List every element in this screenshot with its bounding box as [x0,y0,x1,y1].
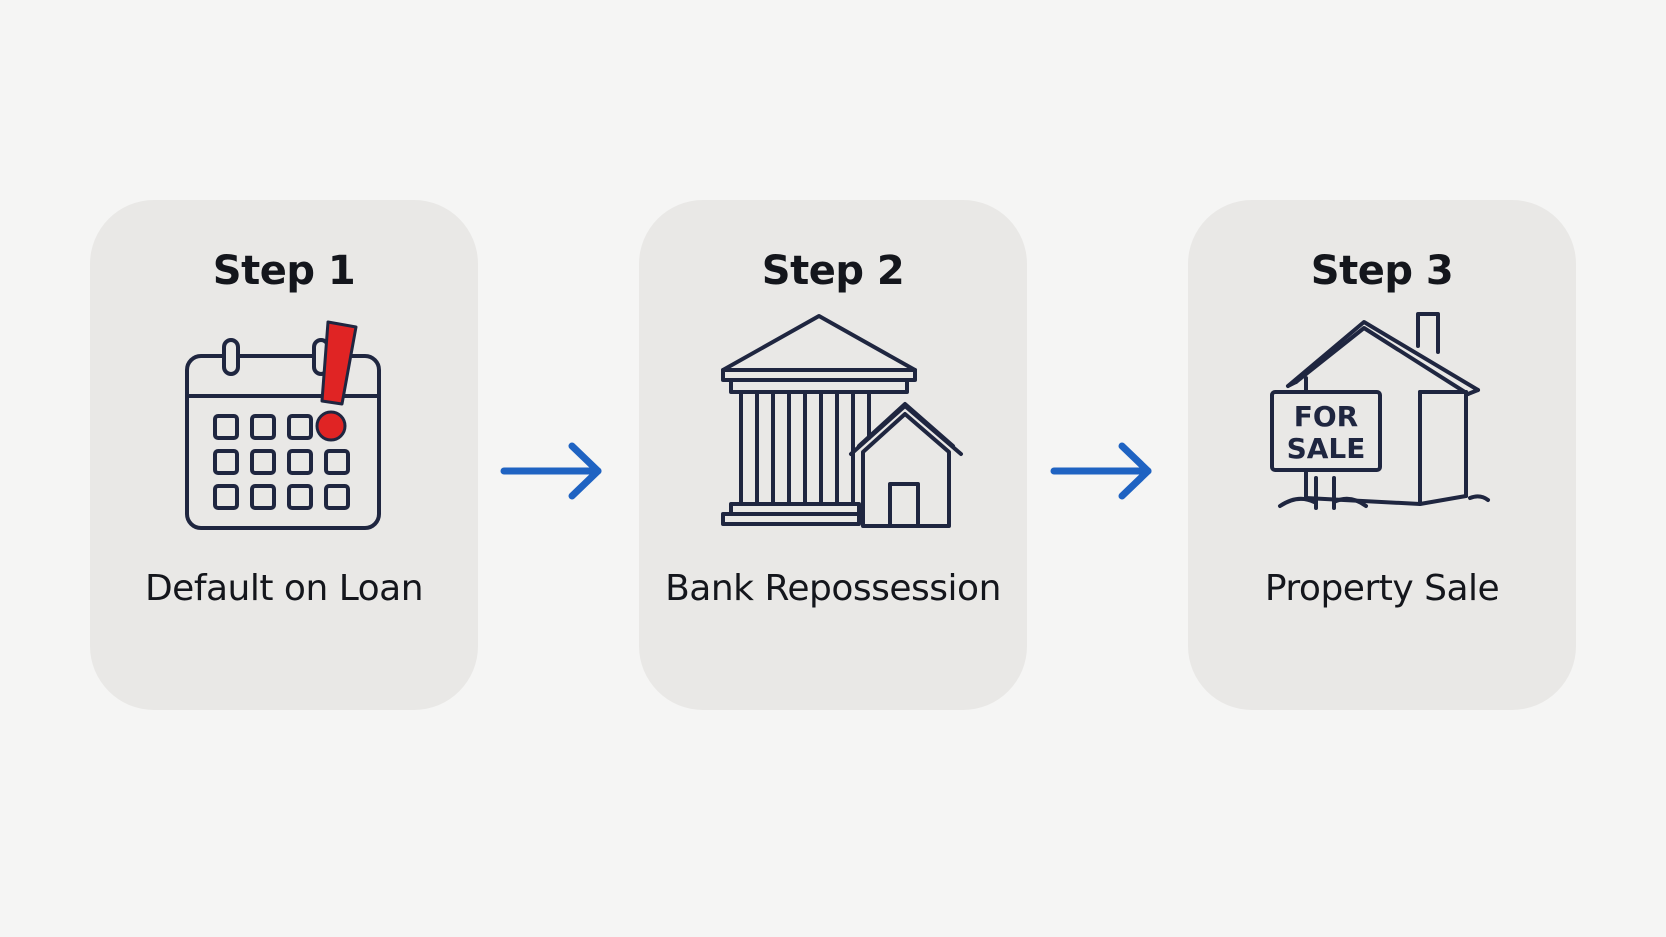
step-title: Step 3 [1310,248,1454,294]
arrow-right-icon [500,442,602,500]
bank-house-icon [721,314,963,528]
step-card-2: Step 2 [639,200,1027,710]
step-label: Default on Loan [144,568,424,609]
step-card-3: Step 3 [1188,200,1576,710]
step-label: Property Sale [1264,568,1500,609]
step-title: Step 1 [212,248,356,294]
sign-line-1: FOR [1294,400,1359,433]
step-label: Bank Repossession [665,568,1001,609]
sign-line-2: SALE [1287,432,1366,465]
calendar-alert-icon [185,320,381,530]
step-title: Step 2 [761,248,905,294]
step-card-1: Step 1 [90,200,478,710]
house-for-sale-icon: FOR SALE [1270,312,1490,510]
arrow-right-icon [1050,442,1152,500]
